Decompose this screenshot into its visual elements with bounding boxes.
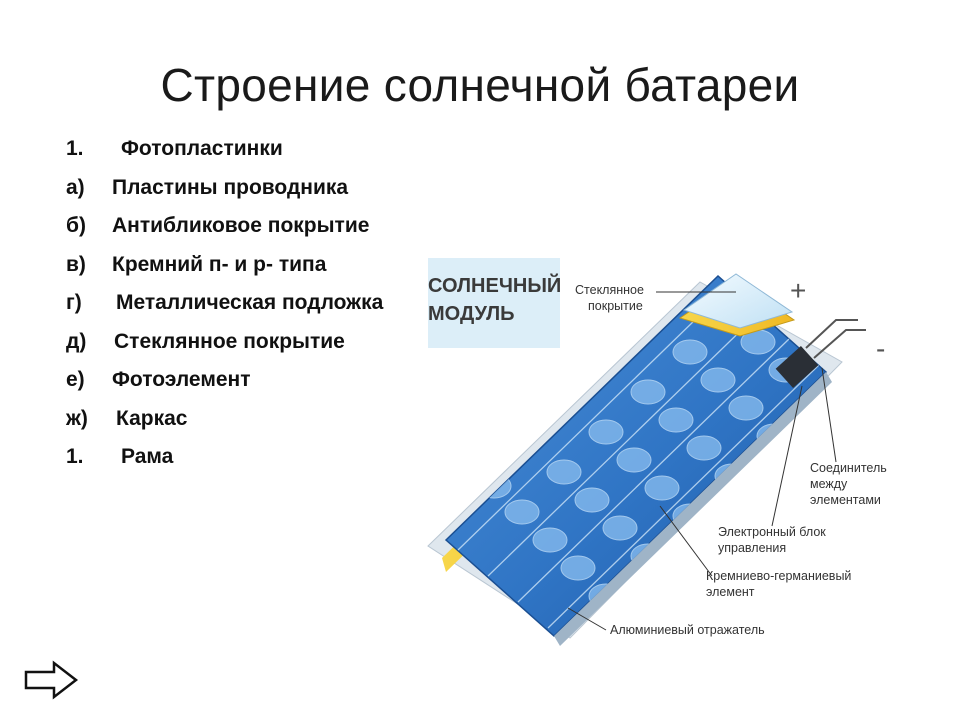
glass-cover	[682, 273, 794, 329]
solar-module-diagram: СОЛНЕЧНЫЙ МОДУЛЬ + - Стеклянное покрытие…	[418, 250, 930, 650]
list-marker: д)	[66, 329, 87, 353]
list-marker: б)	[66, 214, 86, 237]
list-text: Фотопластинки	[121, 137, 283, 160]
list-item: е) Фотоэлемент	[66, 365, 251, 404]
control-unit	[775, 345, 819, 389]
list-item: г) Металлическая подложка	[66, 288, 383, 327]
list-text: Кремний п- и р- типа	[112, 252, 327, 276]
diagram-heading-line1: СОЛНЕЧНЫЙ	[428, 273, 561, 297]
slide-title: Строение солнечной батареи	[160, 59, 800, 111]
list-text: Стеклянное покрытие	[114, 329, 345, 353]
list-item: б) Антибликовое покрытие	[66, 211, 369, 250]
list-text: Фотоэлемент	[112, 368, 251, 391]
list-item: д) Стеклянное покрытие	[66, 327, 345, 366]
list-marker: а)	[66, 175, 85, 199]
component-list: 1. Фотопластинки а) Пластины проводника б)…	[66, 134, 383, 481]
list-item: 1. Рама	[66, 442, 173, 481]
label-element-line2: элемент	[706, 585, 755, 599]
label-connector-line2: между	[810, 477, 848, 491]
label-connector-line3: элементами	[810, 493, 881, 507]
diagram-heading-line2: МОДУЛЬ	[428, 303, 515, 325]
terminal-wires	[805, 319, 866, 359]
list-item: ж) Каркас	[66, 404, 187, 443]
list-text: Пластины проводника	[112, 175, 349, 199]
next-arrow-icon	[24, 660, 79, 700]
list-item: 1. Фотопластинки	[66, 134, 283, 173]
label-element-line1: Кремниево-германиевый	[706, 569, 851, 583]
list-text: Каркас	[116, 406, 188, 430]
minus-terminal-label: -	[876, 333, 885, 364]
plus-terminal-label: +	[790, 275, 806, 306]
list-text: Рама	[121, 445, 174, 468]
panel-side	[554, 372, 832, 646]
label-glass-line1: Стеклянное	[575, 283, 644, 297]
label-glass-line2: покрытие	[588, 299, 643, 313]
heading-backdrop	[428, 258, 560, 348]
list-marker: в)	[66, 252, 86, 276]
list-item: а) Пластины проводника	[66, 173, 348, 212]
callout-lines	[567, 291, 837, 631]
label-connector-line1: Соединитель	[810, 461, 887, 475]
list-text: Металлическая подложка	[116, 291, 384, 314]
next-slide-button[interactable]	[22, 660, 82, 700]
list-marker: г)	[66, 291, 82, 314]
list-marker: ж)	[66, 406, 88, 430]
label-control-line2: управления	[718, 541, 786, 555]
list-marker: 1.	[66, 445, 84, 468]
list-marker: е)	[66, 368, 85, 391]
list-marker: 1.	[66, 137, 84, 160]
label-control-line1: Электронный блок	[718, 525, 826, 539]
label-reflector: Алюминиевый отражатель	[610, 623, 765, 637]
list-text: Антибликовое покрытие	[112, 214, 370, 237]
list-item: в) Кремний п- и р- типа	[66, 250, 326, 289]
